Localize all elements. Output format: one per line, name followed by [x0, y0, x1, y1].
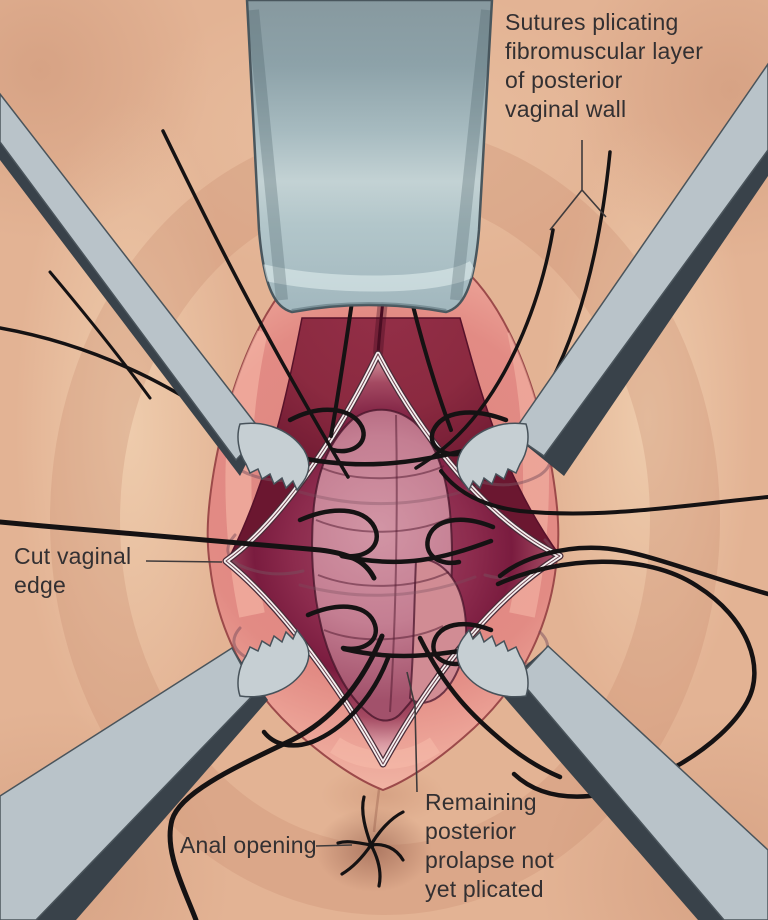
retractor-top-left — [0, 92, 310, 492]
star-ray-down — [369, 843, 382, 888]
label-anal-opening: Anal opening — [180, 831, 317, 860]
retractor-bottom-left — [0, 628, 310, 920]
speculum-highlight-band — [260, 260, 479, 292]
plication-ridges — [315, 414, 451, 713]
ridge-4 — [323, 625, 444, 641]
suture-bottom-left-long — [167, 633, 385, 920]
retractor-tr-jaw — [456, 422, 529, 492]
suture-right-upper — [439, 469, 768, 516]
label-line: posterior — [425, 818, 517, 844]
label-line: Anal opening — [180, 832, 317, 858]
label-line: yet plicated — [425, 876, 544, 902]
star-ray-up — [361, 795, 373, 847]
curl-1 — [287, 407, 366, 454]
retractor-bl-jaw — [237, 628, 310, 698]
label-line: edge — [14, 572, 66, 598]
curl-5 — [305, 604, 379, 652]
suture-tail-top-right-1 — [414, 228, 555, 470]
label-remaining-prolapse: Remaining posterior prolapse not yet pli… — [425, 788, 554, 904]
leader-sutures-plicating — [549, 140, 607, 231]
suture-tail-top-left — [161, 129, 350, 479]
retractor-br-jaw — [456, 628, 529, 698]
label-line: fibromuscular layer — [505, 38, 704, 64]
cross-thread-2 — [339, 538, 494, 565]
speculum — [245, 0, 494, 314]
curl-3 — [297, 508, 379, 559]
faint-suture-7 — [298, 484, 482, 506]
ridge-3 — [317, 571, 450, 587]
suture-right-loop — [495, 559, 757, 799]
retractor-tl-handle — [0, 92, 263, 462]
speculum-left-shade — [247, 9, 288, 301]
suture-tail-left — [48, 270, 152, 400]
suture-canal-left — [329, 300, 354, 438]
speculum-right-shade — [450, 9, 492, 301]
label-cut-vaginal-edge: Cut vaginal edge — [14, 542, 131, 600]
leader-lines — [145, 140, 607, 847]
retractor-tr-handle — [510, 62, 768, 458]
faint-suture-3 — [226, 533, 305, 576]
faint-suture-8 — [298, 575, 477, 597]
curl-4 — [425, 517, 496, 566]
star-center — [367, 841, 375, 849]
label-line: vaginal wall — [505, 96, 627, 122]
suture-bottom-right-cross — [417, 635, 563, 780]
leader-remaining-prolapse — [406, 671, 418, 793]
label-line: of posterior — [505, 67, 623, 93]
curl-6 — [431, 621, 494, 667]
ridge-2 — [315, 517, 451, 533]
label-sutures-plicating: Sutures plicating fibromuscular layer of… — [505, 8, 703, 124]
retractor-top-right — [456, 62, 768, 492]
leader-cut-vaginal-edge — [145, 560, 223, 563]
cut-vaginal-edge — [222, 350, 564, 768]
star-ray-lower-left — [340, 843, 373, 876]
ridge-1 — [321, 465, 445, 480]
midline-groove — [389, 414, 398, 713]
suture-right-lower — [497, 545, 768, 597]
label-line: Cut vaginal — [14, 543, 132, 569]
anal-opening-star-icon — [336, 795, 405, 888]
star-ray-upper-right — [369, 810, 405, 847]
leader-anal-opening — [315, 844, 353, 847]
cut-edge-inner-line — [225, 353, 561, 765]
retractor-tl-jaw — [237, 422, 310, 492]
curl-7 — [261, 655, 391, 748]
label-line: prolapse not — [425, 847, 554, 873]
label-line: Remaining — [425, 789, 537, 815]
skin-highlight-left — [15, 100, 245, 760]
label-line: Sutures plicating — [505, 9, 679, 35]
retractor-bottom-right — [456, 628, 768, 920]
shadow-below-incision — [321, 765, 445, 825]
